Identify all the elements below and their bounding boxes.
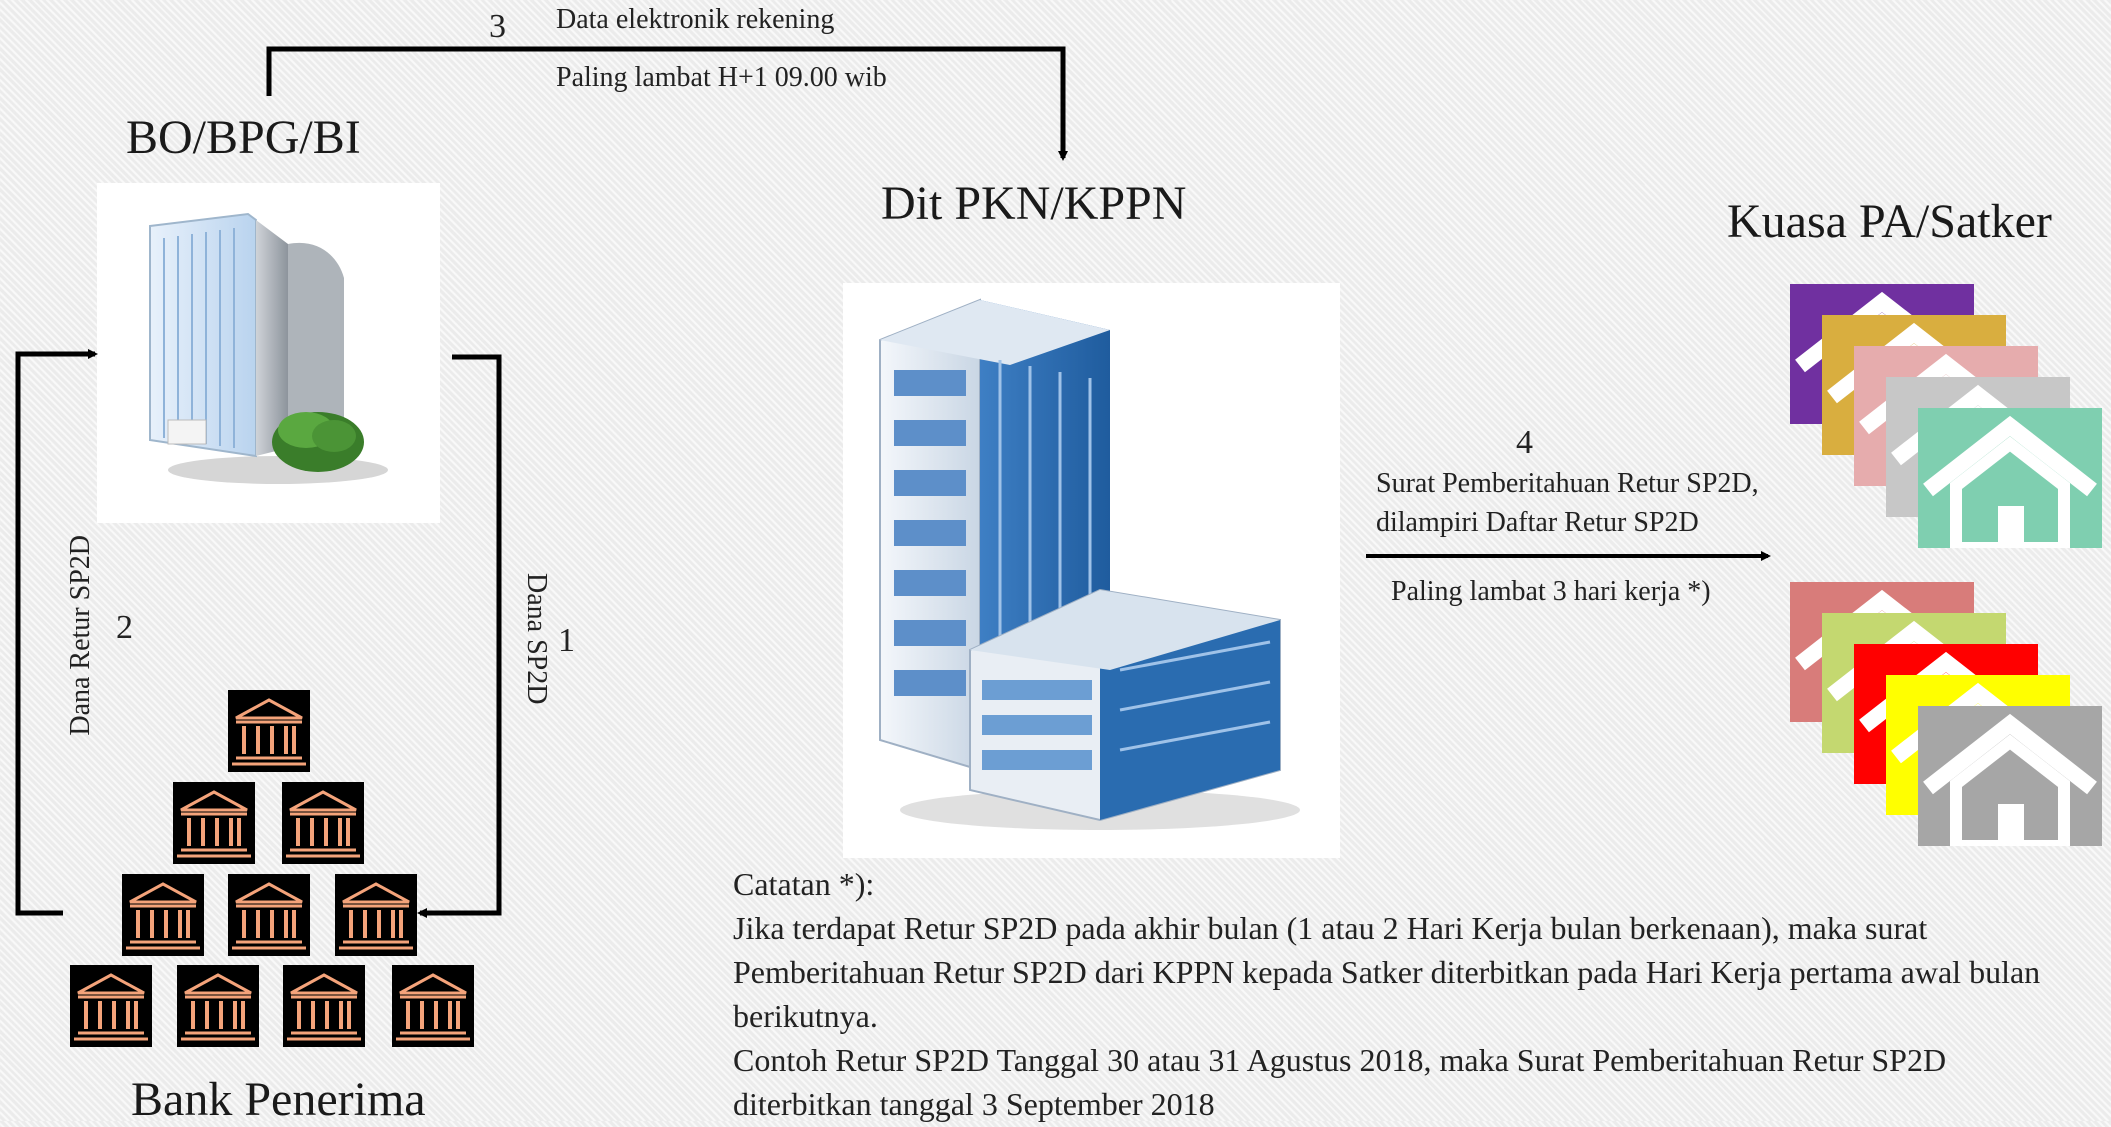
bank-icon <box>283 965 365 1047</box>
bank-icon <box>392 965 474 1047</box>
note-paragraph-2: Contoh Retur SP2D Tanggal 30 atau 31 Agu… <box>733 1042 1947 1122</box>
bank-icon <box>177 965 259 1047</box>
step1-label: Dana SP2D <box>521 573 552 705</box>
step2-label: Dana Retur SP2D <box>65 535 96 736</box>
house-icon <box>1918 408 2102 548</box>
step3-deadline: Paling lambat H+1 09.00 wib <box>556 62 887 93</box>
step2-number: 2 <box>116 609 133 646</box>
step4-deadline: Paling lambat 3 hari kerja *) <box>1391 576 1711 607</box>
step4-label-line2: dilampiri Daftar Retur SP2D <box>1376 507 1699 538</box>
step1-number: 1 <box>558 622 575 659</box>
house-icon <box>1918 706 2102 846</box>
step3-label: Data elektronik rekening <box>556 4 835 35</box>
node-kuasa-title: Kuasa PA/Satker <box>1727 195 2052 248</box>
bank-icon <box>173 782 255 864</box>
arrow-step3 <box>266 46 1068 161</box>
node-bo-title: BO/BPG/BI <box>126 111 361 164</box>
bank-icon <box>228 690 310 772</box>
arrow-step1 <box>417 354 502 918</box>
node-bank-title: Bank Penerima <box>131 1073 426 1126</box>
step4-label-line1: Surat Pemberitahuan Retur SP2D, <box>1376 468 1759 499</box>
bank-icon <box>335 874 417 956</box>
bank-icon <box>228 874 310 956</box>
step4-number: 4 <box>1516 424 1533 461</box>
node-dit-title: Dit PKN/KPPN <box>881 177 1187 230</box>
arrow-step2 <box>15 349 98 916</box>
office-complex-icon <box>879 298 1300 830</box>
bank-icon <box>122 874 204 956</box>
note-heading: Catatan *): <box>733 866 875 902</box>
step3-number: 3 <box>489 8 506 45</box>
bank-icon <box>282 782 364 864</box>
note-block: Catatan *): Jika terdapat Retur SP2D pad… <box>733 862 2053 1126</box>
note-paragraph-1: Jika terdapat Retur SP2D pada akhir bula… <box>733 910 2041 1034</box>
office-tower-icon <box>149 212 388 484</box>
bank-icon <box>70 965 152 1047</box>
